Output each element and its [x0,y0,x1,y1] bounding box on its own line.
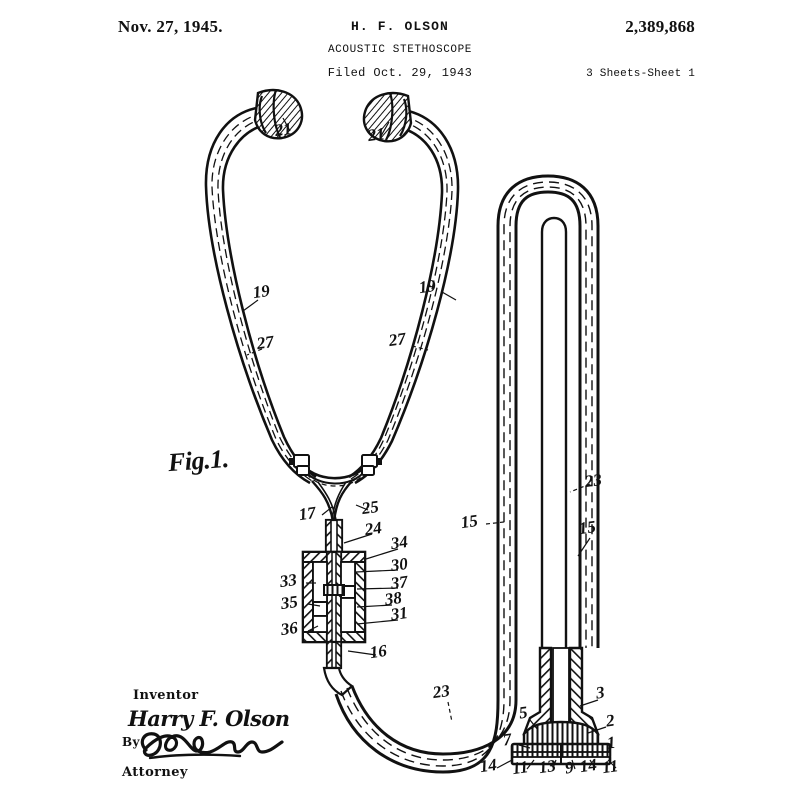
reference-numeral-diaphragm: 13 [537,756,557,777]
reference-numeral-yoke-left-branch: 17 [297,503,318,524]
chestpiece [510,646,612,766]
reference-numeral-ear-tip-left: 21 [273,119,293,140]
reference-numeral-valve-seat-left: 36 [279,618,300,639]
reference-numeral-air-chamber: 9 [564,757,576,777]
reference-numeral-chestpiece-rim: 1 [606,733,617,753]
yoke-assembly [289,454,382,523]
reference-numeral-chestpiece-stem: 3 [594,682,607,702]
reference-numeral-coupling-stem: 16 [368,641,388,662]
figure-label: Fig.1. [167,443,230,478]
ear-tube-right [348,108,460,485]
reference-numeral-yoke-right-branch: 25 [360,497,381,518]
reference-numeral-conduit-bore: 23 [583,470,604,491]
valve-housing [301,518,367,697]
reference-numeral-diaphragm-clamp-right: 14 [578,755,597,776]
reference-numeral-diaphragm-clamp-left: 14 [478,755,497,776]
reference-numeral-ear-tip-right: 21 [366,124,386,145]
reference-numeral-ear-tube-right: 19 [417,276,437,297]
reference-numeral-ear-tube-left-bore: 27 [255,332,277,354]
reference-numeral-ear-tube-left: 19 [251,281,271,302]
ear-tip-left [253,88,304,140]
ear-tube-left [204,105,317,485]
reference-numeral-diaphragm-ring-right: 11 [601,756,620,777]
inventor-signature: Harry F. Olson [128,706,290,731]
reference-numeral-ear-tube-right-bore: 27 [387,329,409,351]
patent-date: Nov. 27, 1945. [118,17,223,36]
reference-numeral-conduit-bore-lower: 23 [431,681,452,702]
reference-numeral-diaphragm-ring-left: 11 [511,757,530,778]
reference-numeral-chestpiece-shoulder: 2 [604,710,617,730]
patent-title: ACOUSTIC STETHOSCOPE [327,44,473,56]
patent-number: 2,389,868 [625,17,695,36]
by-label: By [122,735,140,749]
attorney-label: Attorney [122,765,188,780]
reference-numeral-valve-port-right: 37 [389,572,411,594]
reference-numeral-valve-inlet-tube: 24 [363,518,383,539]
reference-numeral-housing-outer-chamber: 30 [389,554,410,575]
reference-numeral-housing-left-chamber: 33 [278,570,299,591]
patent-inventor-line: H. F. OLSON [351,19,449,34]
inventor-label: Inventor [133,688,199,703]
flexible-conduit [334,174,600,774]
reference-numeral-housing-top-cap: 34 [389,532,409,553]
reference-numeral-valve-port-left: 35 [279,592,300,613]
reference-numeral-conduit-left-wall: 15 [459,511,479,532]
attorney-signature-mark [140,732,284,760]
reference-numeral-chestpiece-collar: 5 [518,702,530,722]
reference-numeral-housing-lower-chamber: 31 [389,603,409,624]
leader-lines [242,117,617,770]
reference-numeral-chestpiece-base: 7 [502,729,515,749]
sheet-count: 3 Sheets-Sheet 1 [586,68,695,80]
reference-numeral-conduit-right-wall: 15 [577,517,597,538]
reference-numeral-valve-seat-right: 38 [383,588,404,609]
ear-tip-right [362,91,413,143]
patent-filing-date: Filed Oct. 29, 1943 [327,66,473,80]
